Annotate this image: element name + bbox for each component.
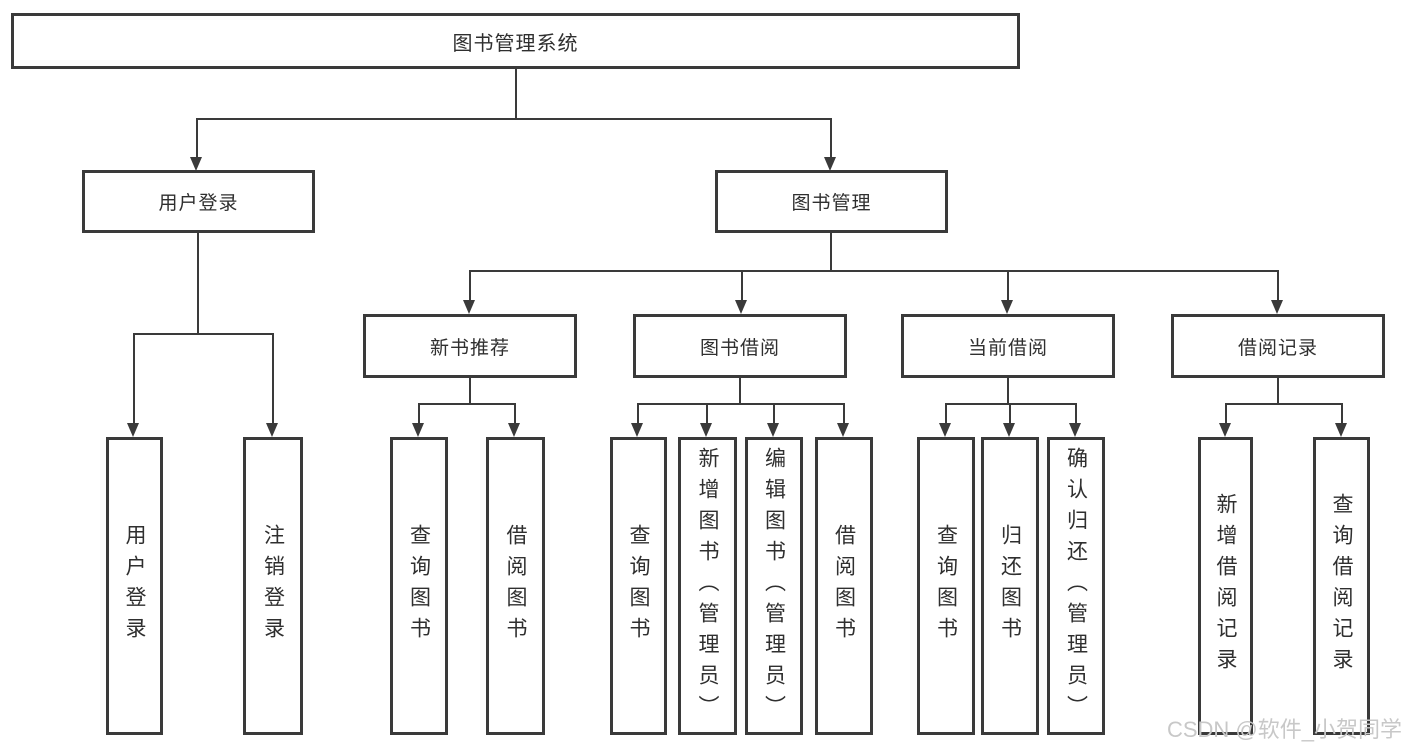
connector-arrow-nb-query-books — [412, 403, 424, 437]
connector-root-stub — [515, 68, 517, 119]
leaf-label: 注销登录 — [261, 524, 285, 648]
leaf-bb-edit-book-admin: 编辑图书（管理员） — [745, 437, 803, 735]
leaf-bb-borrow-books: 借阅图书 — [815, 437, 873, 735]
node-label: 图书管理 — [791, 193, 872, 214]
connector-arrow-bb-add-book — [700, 403, 712, 437]
csdn-watermark: CSDN @软件_小贺同学 — [1166, 717, 1402, 742]
connector-arrow-borrowing-records — [1271, 270, 1283, 314]
connector-arrow-br-add-record — [1219, 403, 1231, 437]
node-user-login: 用户登录 — [82, 170, 315, 233]
leaf-label: 编辑图书（管理员） — [762, 446, 786, 726]
node-label: 图书管理系统 — [452, 32, 579, 55]
leaf-bb-query-books: 查询图书 — [610, 437, 667, 735]
node-label: 当前借阅 — [967, 337, 1048, 359]
leaf-cb-return-books: 归还图书 — [981, 437, 1039, 735]
connector-borrowing-records-rail — [1225, 403, 1343, 405]
connector-arrow-logout — [266, 333, 278, 437]
leaf-label: 查询图书 — [934, 524, 958, 648]
leaf-label: 查询借阅记录 — [1330, 493, 1353, 679]
connector-arrow-login — [127, 333, 139, 437]
connector-new-book-recommend-rail — [418, 403, 516, 405]
node-label: 新书推荐 — [429, 337, 510, 359]
connector-borrowing-records-stub — [1277, 377, 1279, 405]
connector-user-login-stub — [197, 232, 199, 335]
connector-root-rail — [196, 118, 832, 120]
node-book-borrowing: 图书借阅 — [633, 314, 847, 378]
leaf-cb-confirm-return-admin: 确认归还（管理员） — [1047, 437, 1105, 735]
connector-book-management-rail — [469, 270, 1279, 272]
leaf-br-add-record: 新增借阅记录 — [1198, 437, 1253, 735]
connector-arrow-cb-return-books — [1003, 403, 1015, 437]
connector-arrow-br-query-record — [1335, 403, 1347, 437]
leaf-label: 借阅图书 — [504, 524, 527, 648]
node-borrowing-records: 借阅记录 — [1171, 314, 1385, 378]
connector-arrow-nb-borrow-books — [508, 403, 520, 437]
connector-arrow-cb-query-books — [939, 403, 951, 437]
node-book-management: 图书管理 — [715, 170, 948, 233]
leaf-label: 归还图书 — [998, 524, 1022, 648]
connector-arrow-user-login — [190, 118, 202, 171]
node-current-borrowing: 当前借阅 — [901, 314, 1115, 378]
leaf-nb-query-books: 查询图书 — [390, 437, 448, 735]
node-label: 借阅记录 — [1237, 337, 1318, 359]
leaf-label: 查询图书 — [627, 524, 650, 648]
connector-arrow-bb-borrow-books — [837, 403, 849, 437]
node-new-book-recommend: 新书推荐 — [363, 314, 577, 378]
leaf-logout: 注销登录 — [243, 437, 303, 735]
connector-current-borrowing-rail — [945, 403, 1077, 405]
leaf-bb-add-book-admin: 新增图书（管理员） — [678, 437, 737, 735]
connector-arrow-bb-edit-book — [767, 403, 779, 437]
node-label: 图书借阅 — [699, 337, 780, 359]
leaf-label: 新增借阅记录 — [1214, 493, 1237, 679]
connector-arrow-book-management — [824, 118, 836, 171]
connector-arrow-current-borrowing — [1001, 270, 1013, 314]
leaf-label: 查询图书 — [407, 524, 431, 648]
connector-arrow-bb-query-books — [631, 403, 643, 437]
connector-book-borrowing-stub — [739, 377, 741, 405]
node-library-management-system: 图书管理系统 — [11, 13, 1020, 69]
connector-arrow-new-book-recommend — [463, 270, 475, 314]
connector-user-login-rail — [133, 333, 274, 335]
leaf-user-login: 用户登录 — [106, 437, 163, 735]
leaf-nb-borrow-books: 借阅图书 — [486, 437, 545, 735]
node-label: 用户登录 — [158, 193, 239, 214]
leaf-label: 确认归还（管理员） — [1064, 446, 1088, 726]
leaf-cb-query-books: 查询图书 — [917, 437, 975, 735]
leaf-label: 借阅图书 — [832, 524, 856, 648]
leaf-label: 用户登录 — [123, 524, 146, 648]
connector-book-management-stub — [830, 232, 832, 272]
connector-arrow-cb-confirm-return — [1069, 403, 1081, 437]
connector-current-borrowing-stub — [1007, 377, 1009, 405]
connector-book-borrowing-rail — [637, 403, 845, 405]
leaf-br-query-record: 查询借阅记录 — [1313, 437, 1370, 735]
leaf-label: 新增图书（管理员） — [696, 446, 719, 726]
connector-new-book-recommend-stub — [469, 377, 471, 405]
connector-arrow-book-borrowing — [735, 270, 747, 314]
